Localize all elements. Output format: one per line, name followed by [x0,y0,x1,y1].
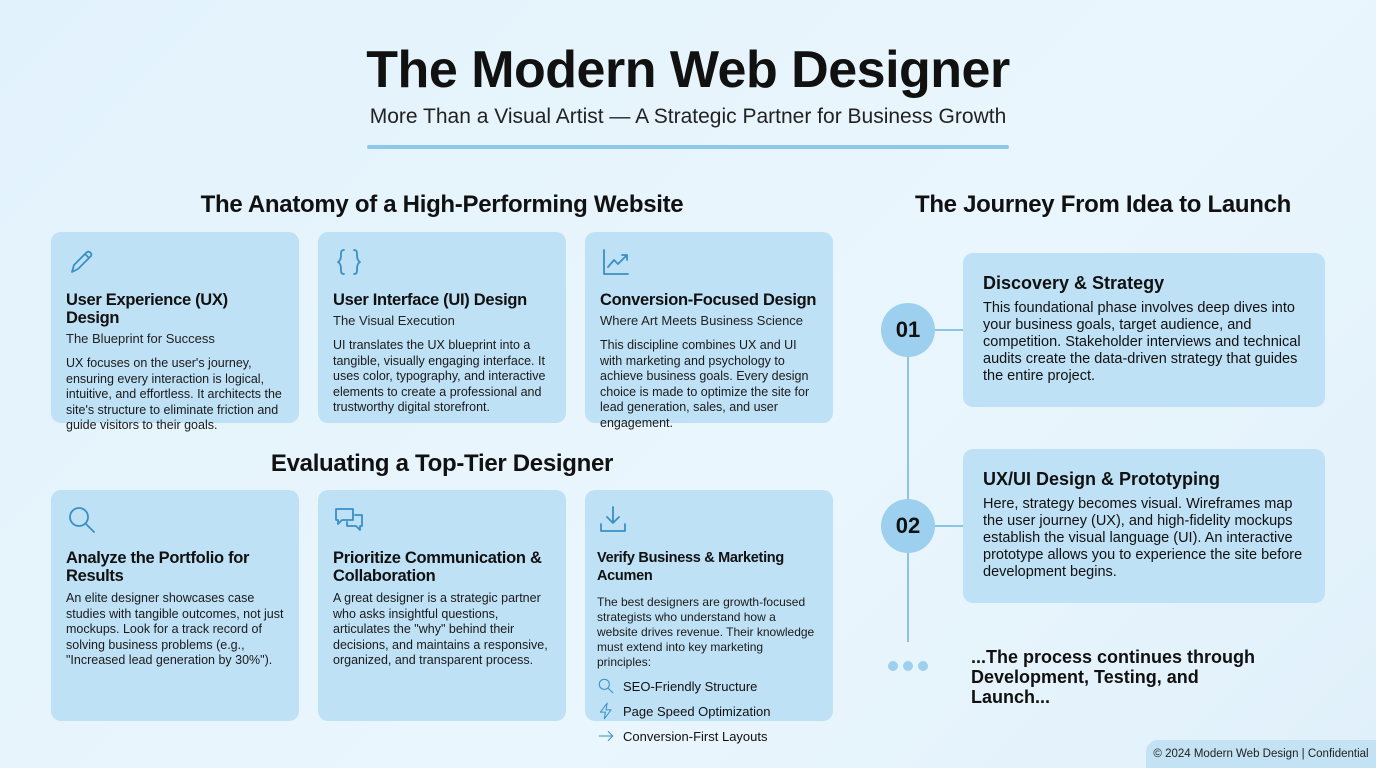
connector [935,329,963,331]
search-icon [598,678,614,694]
evaluating-heading: Evaluating a Top-Tier Designer [270,450,614,477]
ellipsis-dot [918,661,928,671]
ux-design-card: User Experience (UX) Design The Blueprin… [51,232,299,432]
search-icon [69,507,95,533]
page-subtitle: More Than a Visual Artist — A Strategic … [369,105,1007,128]
card-title: Prioritize Communication & Collaboration [333,549,542,585]
chat-bubbles-icon [335,508,363,531]
card-subtitle: Where Art Meets Business Science [600,313,804,328]
step-body: This foundational phase involves deep di… [983,300,1301,384]
step-body: Here, strategy becomes visual. Wireframe… [983,496,1303,580]
process-continuation: ...The process continues through Develop… [971,647,1256,707]
anatomy-heading: The Anatomy of a High-Performing Website [200,191,684,218]
title-divider [367,145,1009,149]
trending-chart-icon [603,249,629,275]
conversion-design-card: Conversion-Focused Design Where Art Meet… [585,232,833,430]
list-item: SEO-Friendly Structure [597,677,818,695]
business-acumen-card: Verify Business & Marketing Acumen The b… [585,490,833,744]
card-body: A great designer is a strategic partner … [333,591,548,667]
card-body: The best designers are growth-focused st… [597,595,815,669]
list-item: Page Speed Optimization [597,702,818,720]
lightning-icon [599,702,612,720]
card-title: Verify Business & Marketing Acumen [597,550,784,584]
ellipsis-dot [888,661,898,671]
timeline-step-card: UX/UI Design & Prototyping Here, strateg… [963,449,1325,603]
journey-heading: The Journey From Idea to Launch [914,191,1292,218]
timeline-line [907,330,909,642]
card-title: Analyze the Portfolio for Results [66,549,250,585]
card-title: Conversion-Focused Design [600,291,817,309]
card-body: An elite designer showcases case studies… [66,591,284,667]
connector [935,525,963,527]
portfolio-card: Analyze the Portfolio for Results An eli… [51,490,299,721]
step-number-badge: 01 [881,303,935,357]
step-title: Discovery & Strategy [983,273,1165,293]
step-title: UX/UI Design & Prototyping [983,469,1221,489]
step-number-badge: 02 [881,499,935,553]
page-title: The Modern Web Designer [366,41,1010,99]
list-item-label: Page Speed Optimization [623,703,771,719]
code-braces-icon [337,249,361,275]
pencil-icon [71,250,93,273]
list-item-label: Conversion-First Layouts [623,728,768,744]
card-body: UX focuses on the user's journey, ensuri… [66,356,282,432]
ui-design-card: User Interface (UI) Design The Visual Ex… [318,232,566,423]
card-subtitle: The Visual Execution [333,313,455,328]
download-icon [600,506,626,532]
timeline-step-card: Discovery & Strategy This foundational p… [963,253,1325,407]
ellipsis-dot [903,661,913,671]
card-title: User Experience (UX) Design [66,291,228,327]
footer-badge: © 2024 Modern Web Design | Confidential [1146,740,1376,768]
card-body: UI translates the UX blueprint into a ta… [333,338,546,414]
card-title: User Interface (UI) Design [333,291,527,309]
card-subtitle: The Blueprint for Success [66,331,215,346]
list-item: Conversion-First Layouts [597,727,818,745]
communication-card: Prioritize Communication & Collaboration… [318,490,566,721]
card-body: This discipline combines UX and UI with … [600,338,810,430]
arrow-right-icon [598,730,614,742]
list-item-label: SEO-Friendly Structure [623,678,758,694]
